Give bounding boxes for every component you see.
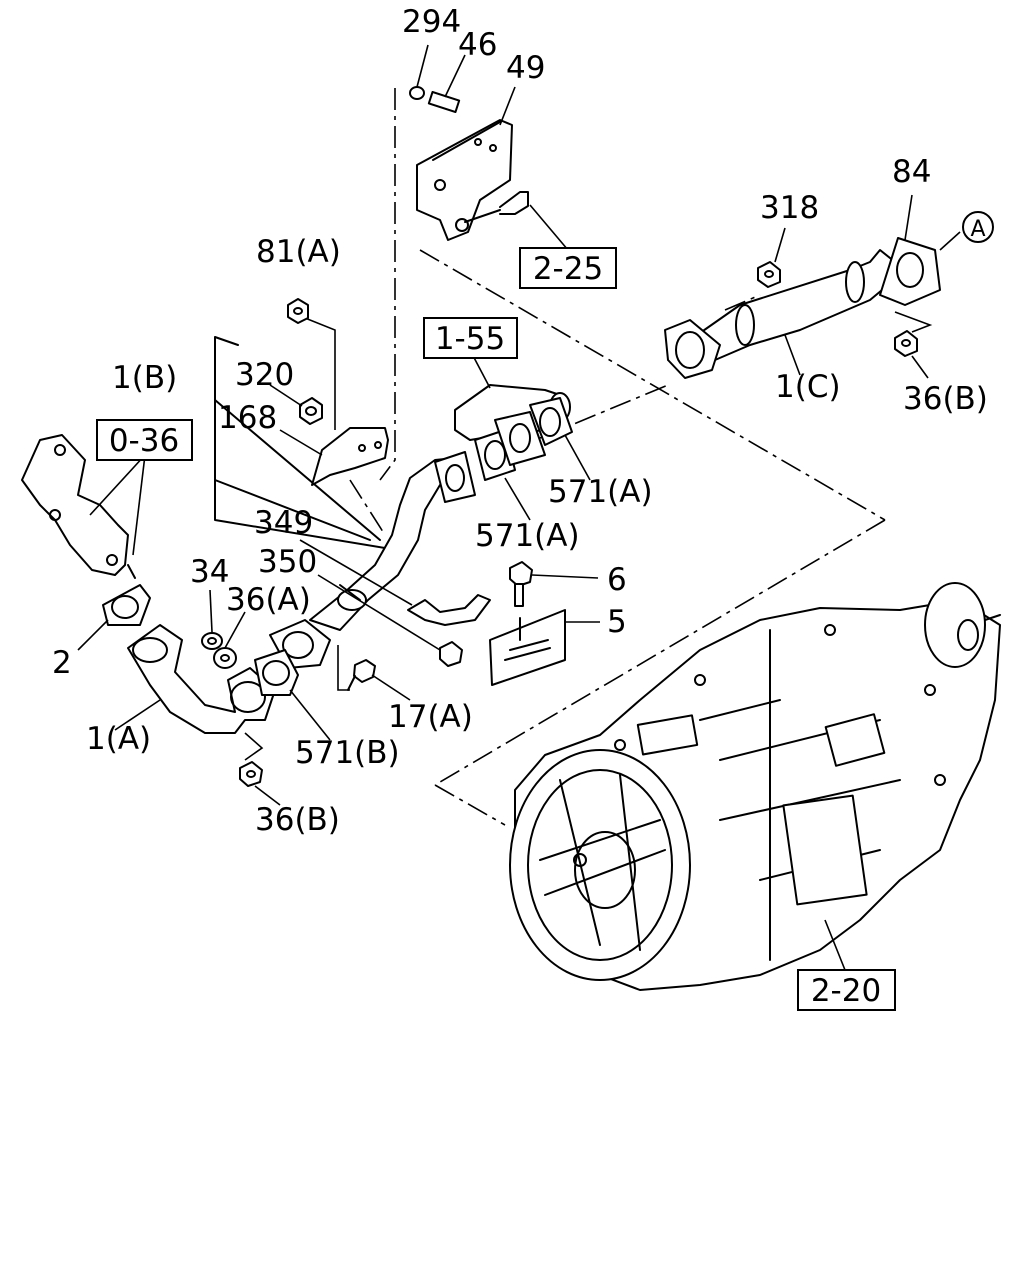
label-350: 350 (258, 544, 317, 580)
gasket-2 (102, 584, 151, 626)
label-36b-bottom: 36(B) (255, 802, 340, 838)
clamp-349 (407, 594, 491, 626)
leader-a-marker (939, 231, 961, 251)
label-318: 318 (760, 190, 819, 226)
ref-2-25: 2-25 (533, 251, 603, 287)
bracket-17a (337, 645, 350, 691)
washer-34 (201, 632, 223, 650)
label-2: 2 (52, 645, 72, 681)
leader-318 (774, 227, 786, 263)
leader-6 (531, 574, 599, 579)
group-bracket-1b (214, 336, 386, 549)
label-81a: 81(A) (256, 234, 341, 270)
label-1c: 1(C) (775, 369, 841, 405)
ref-box-2-25: 2-25 (519, 247, 617, 289)
leader-36a (224, 611, 246, 649)
label-571a-2: 571(A) (475, 518, 580, 554)
leader-0-36-b (132, 454, 146, 556)
label-36b-top: 36(B) (903, 381, 988, 417)
ref-1-55: 1-55 (435, 321, 505, 357)
gasket-571a-2 (529, 397, 573, 446)
label-1a: 1(A) (86, 721, 151, 757)
nut-320 (299, 397, 323, 425)
gasket-84 (879, 237, 941, 306)
leader-350 (317, 574, 441, 651)
guide-lines (349, 88, 886, 826)
plate-5 (489, 609, 566, 686)
label-36a: 36(A) (226, 582, 311, 618)
exhaust-manifold (21, 434, 136, 579)
leader-320 (269, 384, 303, 407)
label-49: 49 (506, 50, 545, 86)
marker-a-text: A (970, 217, 985, 242)
nut-36a (213, 647, 237, 669)
pipe-1b (309, 457, 461, 631)
ref-0-36: 0-36 (109, 423, 179, 459)
leader-349 (299, 539, 413, 606)
leader-49 (499, 86, 516, 126)
label-34: 34 (190, 554, 229, 590)
bolt-6 (509, 561, 533, 607)
leader-571a-2 (504, 477, 531, 521)
nut-318 (757, 261, 781, 288)
gasket-571b (254, 619, 331, 696)
label-46: 46 (458, 27, 497, 63)
transmission-2-20 (509, 582, 1001, 991)
leader-36b-top (911, 355, 929, 379)
leader-168 (279, 429, 323, 456)
ref-box-2-20: 2-20 (797, 969, 896, 1011)
label-5: 5 (607, 604, 627, 640)
leader-84 (904, 194, 913, 241)
leader-34 (209, 589, 213, 633)
circle-marker-a: A (962, 211, 994, 243)
label-1b: 1(B) (112, 360, 177, 396)
ref-box-1-55: 1-55 (423, 317, 518, 359)
nut-81a (287, 298, 309, 324)
nut-36b-bottom (239, 761, 263, 787)
ref-2-20: 2-20 (811, 973, 881, 1009)
label-571a-1: 571(A) (548, 474, 653, 510)
bolt-350 (439, 641, 463, 667)
leader-2-20 (824, 919, 846, 971)
flange-coupler (434, 411, 546, 503)
leader-294 (416, 44, 429, 88)
leader-36b-link (244, 732, 264, 761)
leader-46 (444, 54, 466, 98)
label-168: 168 (218, 400, 277, 436)
label-294: 294 (402, 4, 461, 40)
label-571b: 571(B) (295, 735, 400, 771)
bracket-49 (409, 86, 529, 241)
leader-1c (784, 334, 801, 376)
leader-0-36-a (89, 454, 146, 516)
nut-36b-top (894, 330, 918, 357)
label-320: 320 (235, 357, 294, 393)
bracket-168 (311, 427, 389, 486)
leader-17a (371, 674, 411, 701)
pipe-1c (664, 249, 896, 379)
leader-2 (77, 619, 109, 651)
label-349: 349 (254, 505, 313, 541)
leader-81a (304, 317, 336, 430)
leader-36b-top-link (894, 311, 933, 333)
label-6: 6 (607, 562, 627, 598)
leader-36b-bottom (254, 785, 281, 806)
ref-box-0-36: 0-36 (96, 419, 193, 461)
leader-571b (289, 689, 331, 741)
label-17a: 17(A) (388, 699, 473, 735)
label-84: 84 (892, 154, 931, 190)
bolt-17a (347, 659, 376, 691)
leader-1a (114, 699, 161, 731)
leader-571a-1 (564, 434, 591, 481)
leader-2-25 (529, 204, 569, 251)
